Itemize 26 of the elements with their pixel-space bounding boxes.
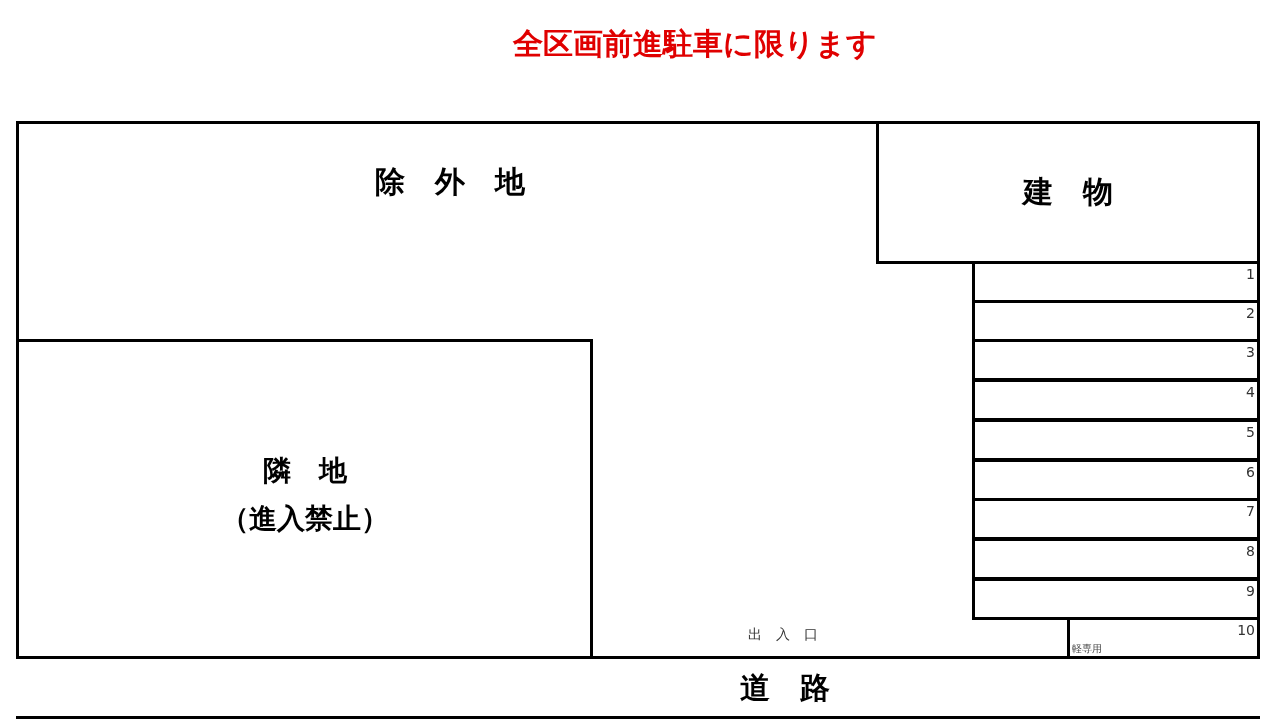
parking-stall xyxy=(972,379,1260,421)
area-label: （進入禁止） xyxy=(219,501,390,537)
stall-number: 1 xyxy=(1246,266,1255,282)
area-label: 除 外 地 xyxy=(374,163,526,201)
stall-number: 7 xyxy=(1246,503,1255,519)
parking-stall xyxy=(972,339,1260,381)
parking-stall xyxy=(972,578,1260,620)
notice-text: 全区画前進駐車に限ります xyxy=(512,25,878,63)
parking-stall xyxy=(972,459,1260,501)
stall-number: 6 xyxy=(1246,464,1255,480)
stall-number: 5 xyxy=(1246,424,1255,440)
stall-number: 9 xyxy=(1246,583,1255,599)
stall-number: 10 xyxy=(1237,622,1255,638)
stall-number: 8 xyxy=(1246,543,1255,559)
stall-number: 2 xyxy=(1246,305,1255,321)
parking-stall xyxy=(972,419,1260,461)
neighbor-lot-area xyxy=(16,339,593,659)
parking-stall xyxy=(972,498,1260,540)
area-label: 建 物 xyxy=(1020,173,1114,211)
stall-number: 3 xyxy=(1246,344,1255,360)
entrance-label: 出 入 口 xyxy=(747,626,819,644)
stall-number: 4 xyxy=(1246,384,1255,400)
parking-stall xyxy=(972,538,1260,580)
stall-note: 軽専用 xyxy=(1072,642,1102,656)
area-label: 隣 地 xyxy=(261,453,348,489)
road-label: 道 路 xyxy=(739,669,831,707)
